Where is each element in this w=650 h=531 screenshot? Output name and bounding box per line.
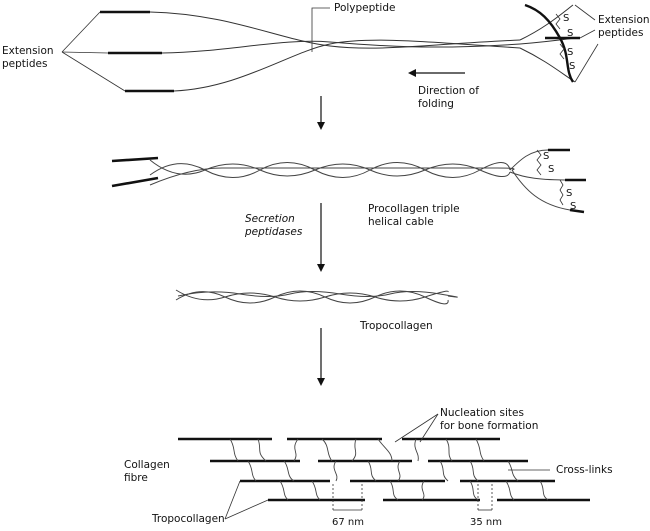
label-line: fibre (124, 472, 148, 484)
chain-right-1 (519, 4, 574, 41)
label-line: peptidases (245, 226, 303, 238)
label-line: Direction of (418, 85, 479, 97)
cross-links (229, 438, 549, 501)
label-secretion-peptidases: Secretion peptidases (245, 213, 302, 239)
disulfide-s-label: S (563, 13, 570, 24)
label-line: folding (418, 98, 454, 110)
label-line: Extension (2, 45, 54, 57)
label-cross-links: Cross-links (556, 464, 613, 476)
stage-collagen-fibre (178, 413, 590, 520)
disulfide-bond (559, 43, 565, 60)
polypeptide-chain-2 (161, 40, 521, 54)
label-procollagen: Procollagen triple helical cable (368, 203, 460, 229)
disulfide-s-label: S (569, 61, 576, 72)
disulfide-s-label: S (567, 28, 574, 39)
label-line: peptides (2, 58, 48, 70)
fibre-leader-lines (224, 413, 550, 520)
stage-polypeptide-chains (61, 3, 599, 93)
label-extension-peptides-right: Extension peptides (598, 14, 650, 40)
extension-peptide (111, 176, 159, 188)
disulfide-s-label: S (570, 201, 577, 212)
stage-tropocollagen (175, 289, 458, 305)
tropocollagen-molecules (178, 437, 590, 502)
leader-line (574, 4, 596, 21)
label-line: peptides (598, 27, 644, 39)
disulfide-s-label: S (566, 188, 573, 199)
label-line: Extension (598, 14, 650, 26)
label-line: Collagen (124, 459, 170, 471)
label-tropocollagen: Tropocollagen (360, 320, 433, 332)
label-direction-of-folding: Direction of folding (418, 85, 479, 111)
disulfide-s-label: S (567, 47, 574, 58)
polypeptide-chain-3 (173, 39, 521, 92)
leader-line (61, 11, 101, 53)
disulfide-s-label: S (543, 151, 550, 162)
label-line: helical cable (368, 216, 434, 228)
label-line: Secretion (245, 213, 295, 225)
label-extension-peptides-left: Extension peptides (2, 45, 54, 71)
label-67nm: 67 nm (332, 517, 364, 528)
label-35nm: 35 nm (470, 517, 502, 528)
leader-line (579, 29, 596, 39)
polypeptide-chain-1 (149, 11, 521, 49)
label-line: Nucleation sites (440, 407, 524, 419)
extension-peptide (111, 156, 159, 163)
dimension-markers (332, 484, 493, 512)
leader-line (61, 51, 109, 54)
label-line: Procollagen triple (368, 203, 460, 215)
label-tropocollagen-bottom: Tropocollagen (152, 513, 225, 525)
procollagen-helix (149, 159, 515, 186)
disulfide-bond (536, 149, 542, 176)
disulfide-bond (559, 179, 564, 206)
disulfide-s-label: S (548, 164, 555, 175)
leader-line (61, 51, 126, 92)
disulfide-bond (555, 13, 561, 30)
leader-line-polypeptide (311, 7, 330, 52)
label-nucleation-sites: Nucleation sites for bone formation (440, 407, 538, 433)
label-line: for bone formation (440, 420, 539, 432)
label-polypeptide: Polypeptide (334, 2, 396, 14)
leader-line (574, 43, 599, 83)
label-collagen-fibre: Collagen fibre (124, 459, 170, 485)
stage-procollagen (111, 148, 586, 214)
